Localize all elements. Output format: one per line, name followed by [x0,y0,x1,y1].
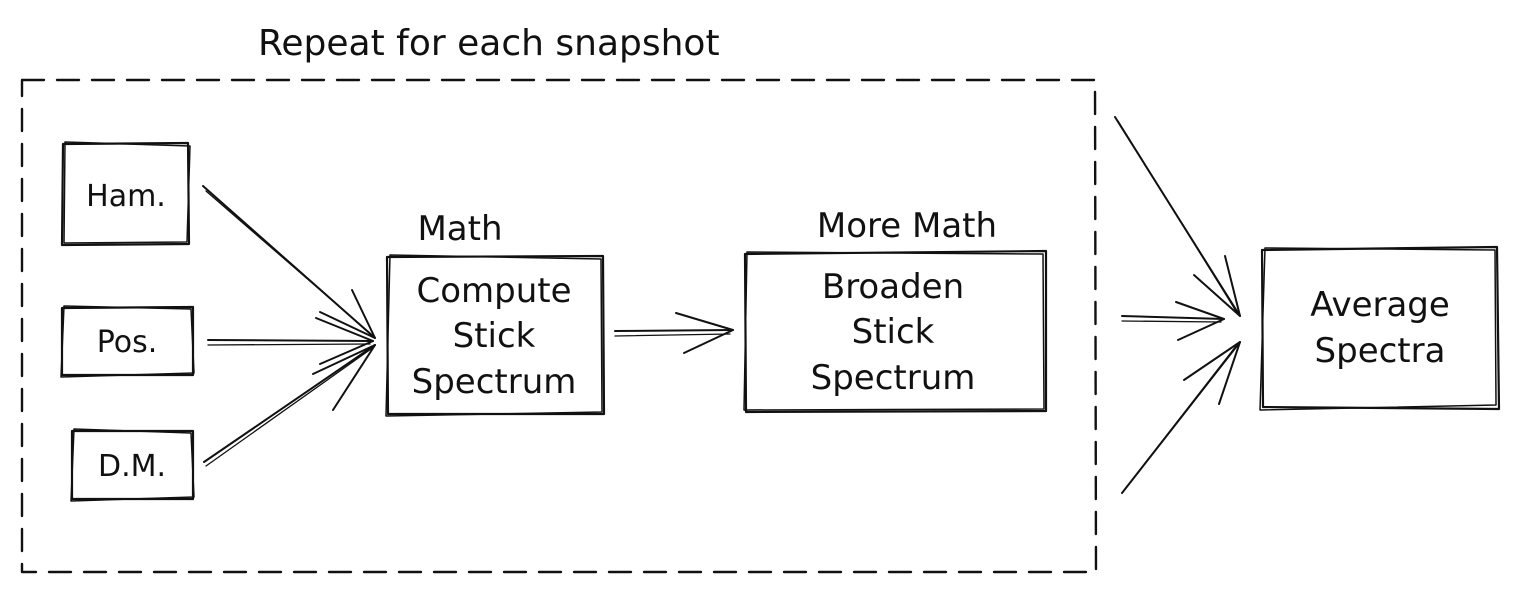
input-label-dm: D.M. [98,449,166,484]
stage2-caption: More Math [817,206,997,246]
output-line-1: Average [1310,285,1450,325]
arrow-loop-to-average-bottom [1121,341,1241,494]
arrow-dm-to-compute [203,344,376,467]
arrow-pos-to-compute [207,317,374,365]
input-label-pos: Pos. [97,325,158,360]
broaden-stick-spectrum-box: Broaden Stick Spectrum [743,249,1048,414]
compute-stick-spectrum-box: Compute Stick Spectrum [385,254,606,417]
loop-container [20,78,1098,574]
stage1-line-2: Stick [453,316,536,356]
stage2-line-2: Stick [852,312,935,352]
stage1-caption: Math [417,209,502,249]
stage1-line-3: Spectrum [412,362,577,402]
arrow-loop-to-average-top [1114,116,1241,317]
output-line-2: Spectra [1315,331,1446,371]
arrow-compute-to-broaden [614,312,734,354]
arrow-loop-to-average-middle [1121,301,1225,341]
stage2-line-1: Broaden [822,267,964,307]
stage2-line-3: Spectrum [811,358,976,398]
input-label-ham: Ham. [86,179,166,214]
average-spectra-box: Average Spectra [1259,245,1501,411]
input-box-pos: Pos. [60,305,195,378]
arrow-ham-to-compute [202,185,376,339]
input-box-ham: Ham. [60,141,191,247]
stage1-line-1: Compute [416,271,571,311]
loop-label: Repeat for each snapshot [258,23,720,64]
input-box-dm: D.M. [70,428,195,502]
